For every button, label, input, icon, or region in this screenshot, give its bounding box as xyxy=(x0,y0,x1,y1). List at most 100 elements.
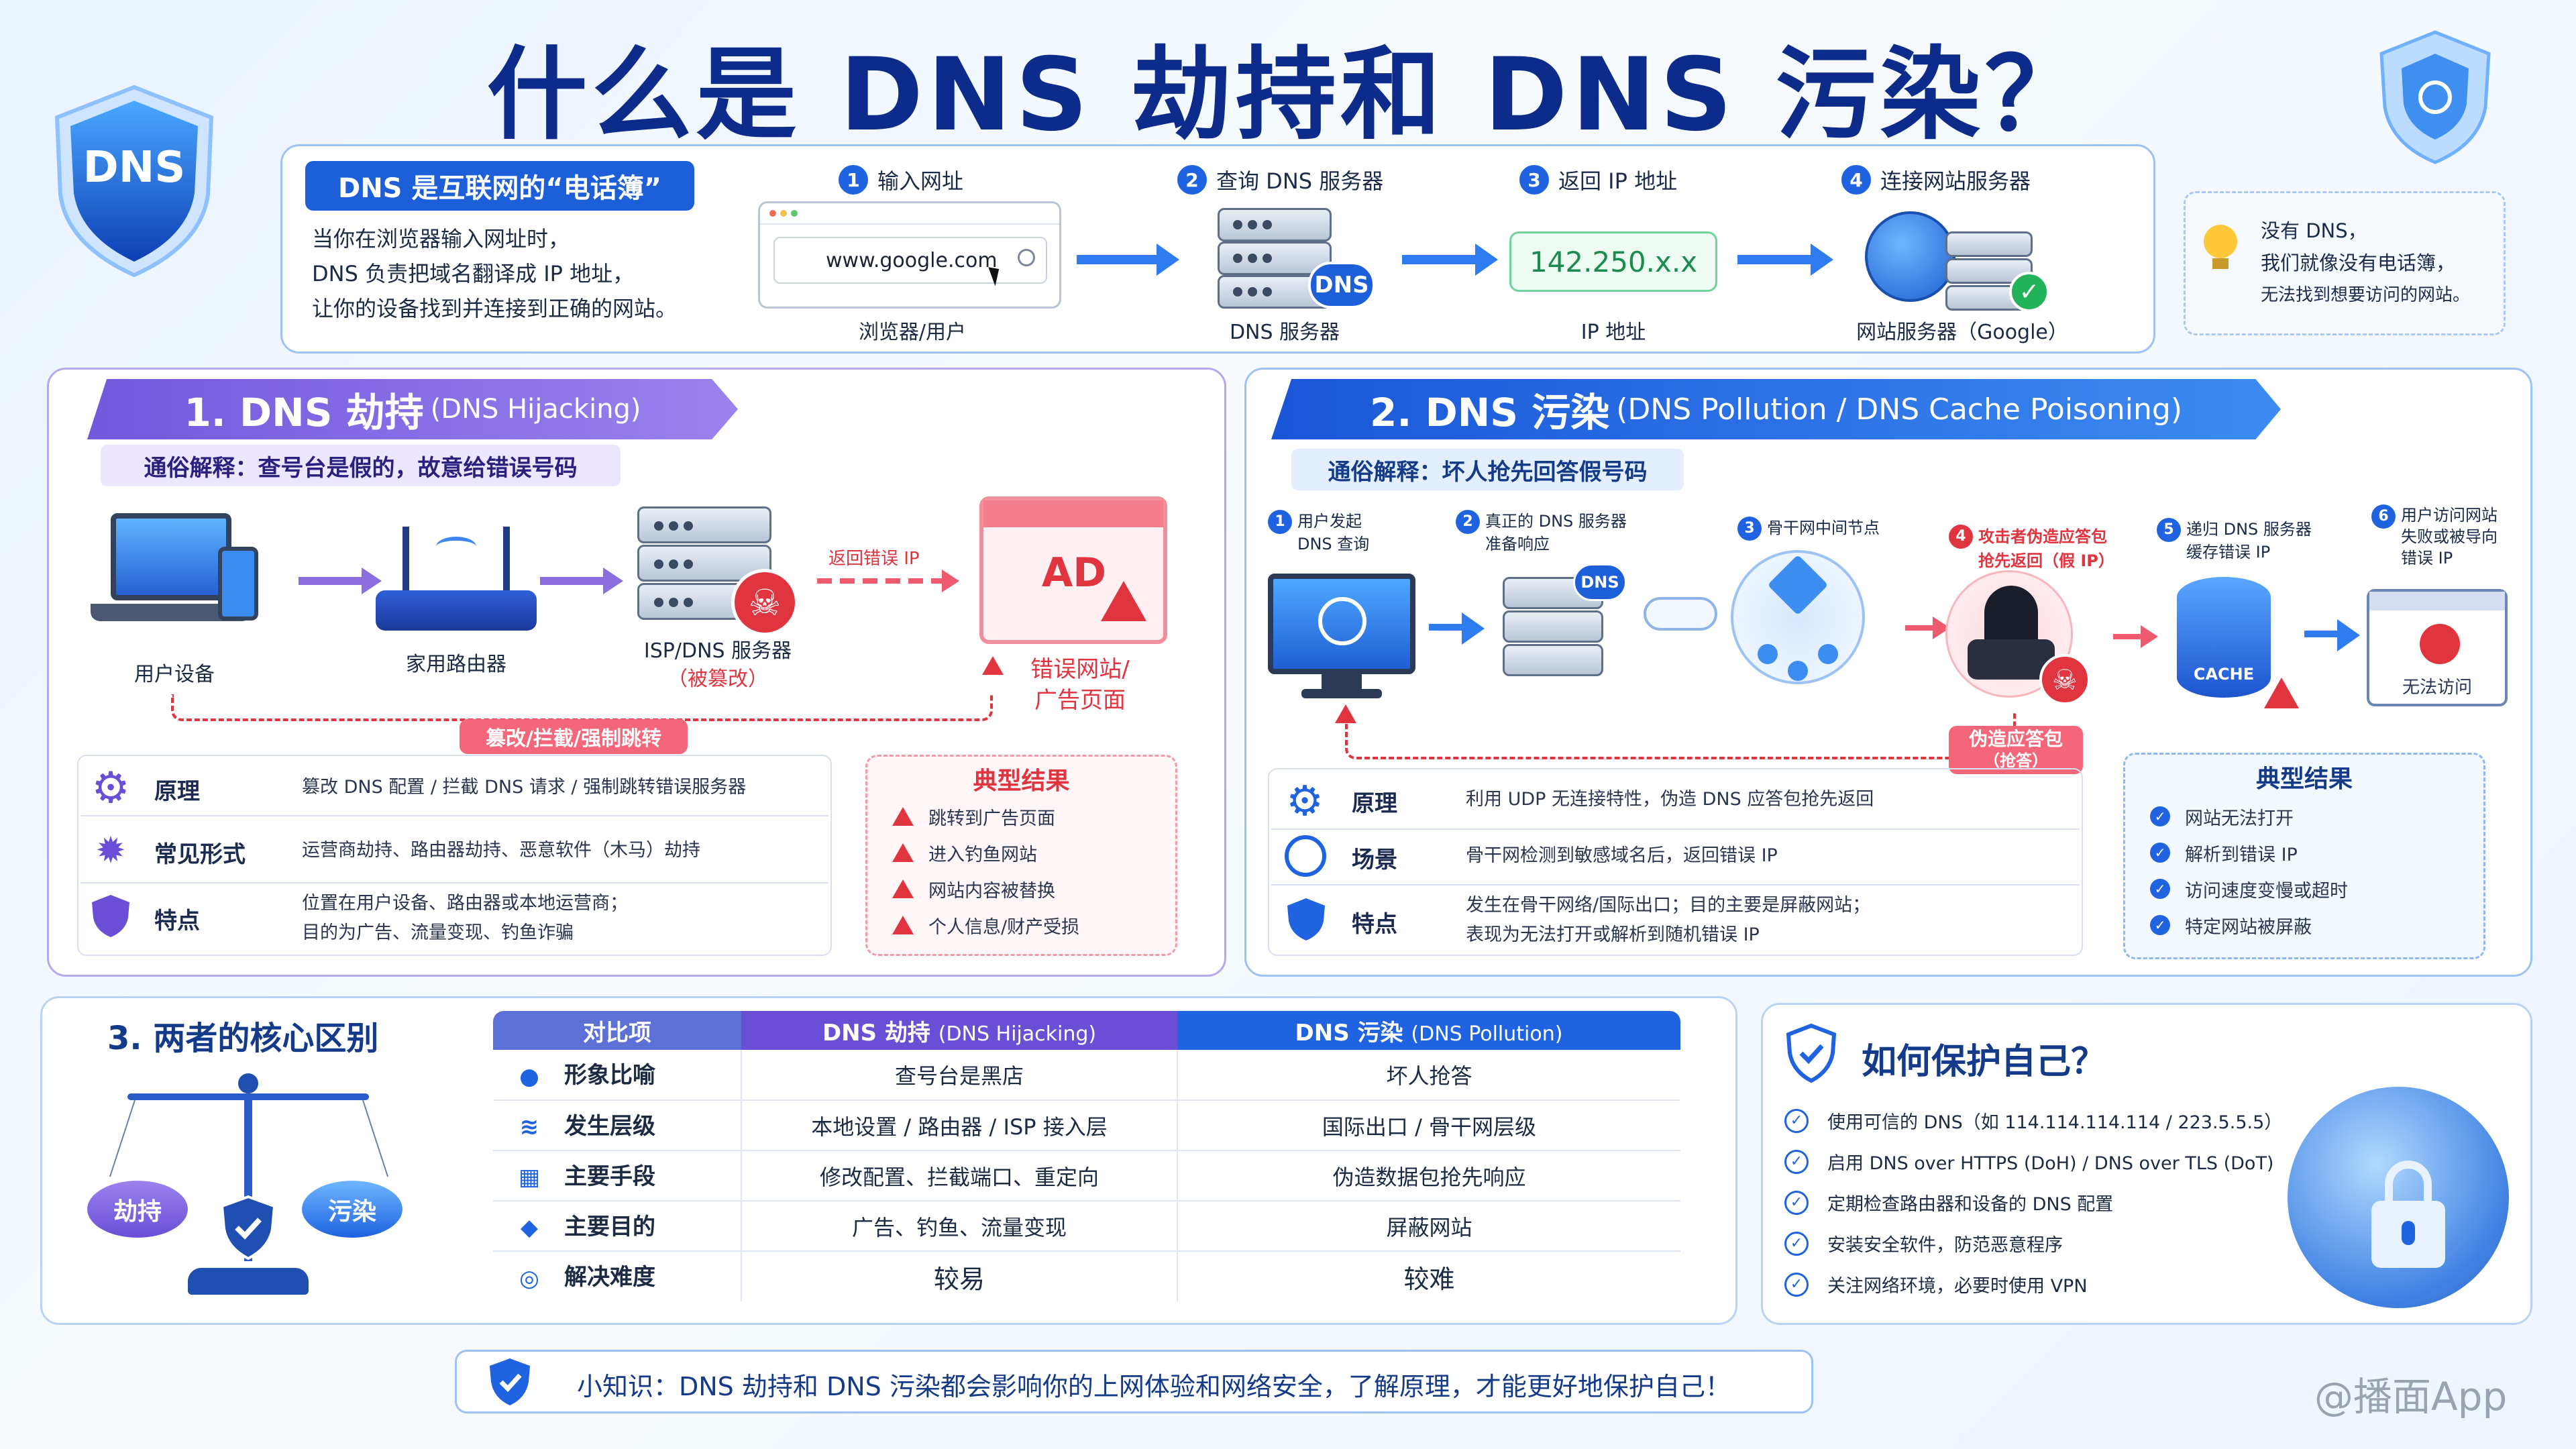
skull-icon: ☠ xyxy=(2039,654,2090,705)
ad-page-icon: AD xyxy=(979,496,1167,644)
dns-shield-label: DNS xyxy=(83,143,186,193)
step-2-caption: DNS 服务器 xyxy=(1229,321,1340,344)
protect-title: 如何保护自己？ xyxy=(1862,1042,2106,1082)
check-icon: ✓ xyxy=(2150,806,2170,826)
hijack-title-bar xyxy=(87,379,738,439)
globe-icon xyxy=(1285,835,1332,882)
pollution-plain: 通俗解释：坏人抢先回答假号码 xyxy=(1291,449,1684,490)
warning-icon xyxy=(892,843,914,862)
hijack-row-text: 篡改 DNS 配置 / 拦截 DNS 请求 / 强制跳转错误服务器 xyxy=(302,777,747,798)
arrow-icon xyxy=(817,570,959,592)
hijack-row-text: 位置在用户设备、路由器或本地运营商；目的为广告、流量变现、钓鱼诈骗 xyxy=(302,893,628,943)
pol-step-4: 4 攻击者伪造应答包抢先返回（假 IP） xyxy=(1949,525,2114,573)
note-text: 没有 DNS， 我们就像没有电话簿， 无法找到想要访问的网站。 xyxy=(2261,219,2471,305)
ip-box: 142.250.x.x xyxy=(1509,231,1717,292)
pollution-row-title: 场景 xyxy=(1352,847,1397,873)
list-item: ✓安装安全软件，防范恶意程序 xyxy=(1784,1223,2282,1264)
table-row: ◎解决难度 较易 较难 xyxy=(493,1251,1680,1301)
node-error-site: 错误网站/ 广告页面 xyxy=(1030,656,1130,714)
list-item: 进入钓鱼网站 xyxy=(892,835,1079,871)
hijack-row-title: 原理 xyxy=(154,778,200,805)
check-icon: ✓ xyxy=(1784,1190,1809,1215)
list-item: ✓定期检查路由器和设备的 DNS 配置 xyxy=(1784,1182,2282,1223)
return-error-label: 返回错误 IP xyxy=(828,549,920,569)
hijack-info-box xyxy=(77,755,832,956)
sad-face-icon xyxy=(2420,624,2460,664)
hijack-plain: 通俗解释：查号台是假的，故意给错误号码 xyxy=(101,445,621,486)
hijack-results-box xyxy=(865,755,1177,956)
table-header: DNS 污染 (DNS Pollution) xyxy=(1177,1011,1680,1050)
wifi-icon: ≋ xyxy=(519,1114,539,1141)
tip-text: 小知识：DNS 劫持和 DNS 污染都会影响你的上网体验和网络安全，了解原理，才… xyxy=(577,1372,1731,1401)
note-box xyxy=(2184,191,2506,335)
laptop-icon xyxy=(91,513,258,641)
hacker-icon xyxy=(1945,570,2073,698)
user-icon: ● xyxy=(519,1063,539,1090)
gear-icon: ⚙ xyxy=(91,763,130,813)
search-icon xyxy=(1018,249,1035,266)
warning-icon xyxy=(2264,678,2299,708)
list-item: ✓特定网站被屏蔽 xyxy=(2150,907,2348,943)
list-item: 跳转到广告页面 xyxy=(892,798,1079,835)
arrow-icon xyxy=(1905,616,1950,639)
pollution-row-text: 发生在骨干网络/国际出口；目的主要是屏蔽网站；表现为无法打开或解析到随机错误 I… xyxy=(1466,895,1871,945)
page-title: 什么是 DNS 劫持和 DNS 污染？ xyxy=(486,37,2090,154)
arrow-icon xyxy=(1737,244,1833,276)
skull-icon: ☠ xyxy=(731,569,798,636)
arrow-icon xyxy=(540,568,623,594)
node-router: 家用路由器 xyxy=(406,653,506,676)
pol-step-3: 3 骨干网中间节点 xyxy=(1737,517,1880,541)
list-item: ✓访问速度变慢或超时 xyxy=(2150,871,2348,907)
pollution-results-list: ✓网站无法打开 ✓解析到错误 IP ✓访问速度变慢或超时 ✓特定网站被屏蔽 xyxy=(2150,798,2348,943)
check-icon: ✓ xyxy=(1784,1272,1809,1297)
dns-shield-icon: DNS xyxy=(47,80,221,282)
web-server-icon xyxy=(1945,231,2033,257)
check-icon: ✓ xyxy=(2150,915,2170,935)
target-icon: ◎ xyxy=(519,1265,539,1292)
step-3-caption: IP 地址 xyxy=(1580,321,1646,344)
step-4-caption: 网站服务器（Google） xyxy=(1856,321,2068,344)
globe-icon xyxy=(1318,597,1366,645)
pol-step-5: 5 递归 DNS 服务器缓存错误 IP xyxy=(2157,518,2312,564)
globe-icon xyxy=(1865,211,1955,302)
browser-window: www.google.com xyxy=(758,201,1061,309)
pollution-row-text: 骨干网检测到敏感域名后，返回错误 IP xyxy=(1466,845,1778,866)
list-item: ✓使用可信的 DNS（如 114.114.114.114 / 223.5.5.5… xyxy=(1784,1100,2282,1141)
step-1-caption: 浏览器/用户 xyxy=(858,321,967,344)
pollution-title-bar xyxy=(1271,379,2281,439)
dns-server-icon xyxy=(1218,208,1332,241)
cloud-icon xyxy=(1644,597,1717,631)
scale-icon xyxy=(87,1073,409,1301)
hijack-row-title: 特点 xyxy=(154,908,200,934)
dns-badge: DNS xyxy=(1573,564,1627,601)
pollution-results-title: 典型结果 xyxy=(2255,765,2353,793)
address-bar[interactable]: www.google.com xyxy=(773,237,1047,284)
list-item: 个人信息/财产受损 xyxy=(892,907,1079,943)
router-icon xyxy=(376,527,537,641)
list-item: ✓网站无法打开 xyxy=(2150,798,2348,835)
table-header: 对比项 xyxy=(493,1011,741,1050)
cache-db-icon xyxy=(2177,577,2271,698)
check-icon: ✓ xyxy=(1784,1108,1809,1133)
table-row: ▦主要手段 修改配置、拦截端口、重定向 伪造数据包抢先响应 xyxy=(493,1150,1680,1201)
lightbulb-icon xyxy=(2204,225,2237,272)
warning-icon xyxy=(892,916,914,934)
list-item: ✓关注网络环境，必要时使用 VPN xyxy=(1784,1264,2282,1305)
hijack-title: 1. DNS 劫持 (DNS Hijacking) xyxy=(184,390,641,435)
isp-server-icon xyxy=(637,506,771,543)
pollution-info-box xyxy=(1268,768,2083,956)
url-text: www.google.com xyxy=(826,248,998,272)
hijack-row-text: 运营商劫持、路由器劫持、恶意软件（木马）劫持 xyxy=(302,840,700,861)
arrow-icon xyxy=(2304,619,2360,651)
check-icon: ✓ xyxy=(2150,843,2170,863)
shield-icon xyxy=(1283,896,1330,943)
scale-left-pan: 劫持 xyxy=(87,1181,188,1238)
node-user-device: 用户设备 xyxy=(134,663,215,686)
shield-check-icon xyxy=(1784,1023,1838,1083)
arrow-icon xyxy=(1402,244,1498,276)
fake-label: 伪造应答包（抢答） xyxy=(1949,726,2083,774)
table-row: ≋发生层级 本地设置 / 路由器 / ISP 接入层 国际出口 / 骨干网层级 xyxy=(493,1100,1680,1151)
table-header: DNS 劫持 (DNS Hijacking) xyxy=(741,1011,1177,1050)
